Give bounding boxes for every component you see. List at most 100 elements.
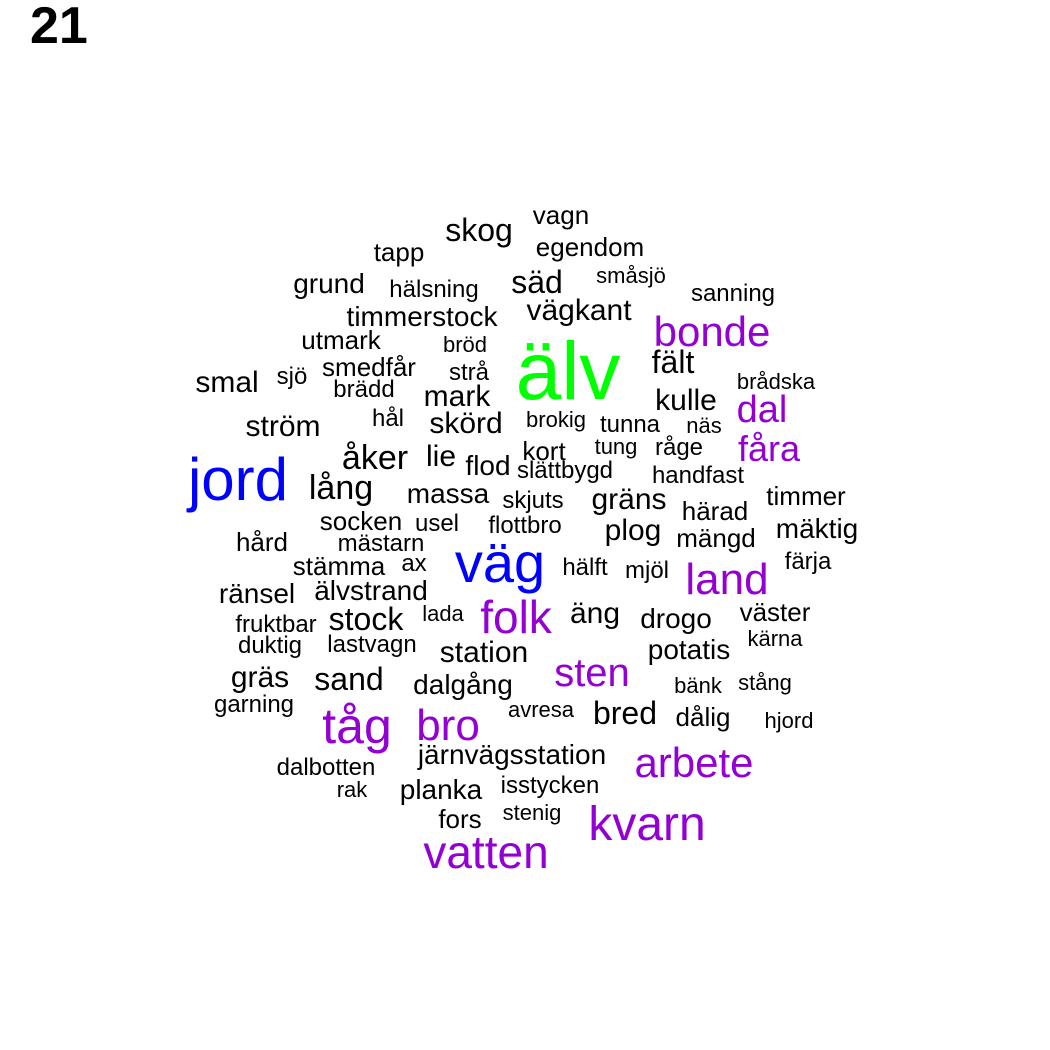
word: färja [784,548,832,575]
word: hård [235,527,289,557]
word: fors [438,804,482,834]
word: ström [245,410,321,443]
word: vägkant [526,294,632,327]
word: skjuts [502,487,564,514]
word: sand [314,661,384,697]
word: handfast [651,462,745,489]
word: arbete [634,739,754,786]
word: strå [448,359,490,386]
word: skog [445,212,513,248]
word: dal [736,389,788,431]
word: stämma [292,551,386,581]
word: järnvägsstation [417,739,607,770]
word: land [685,555,769,604]
word: kulle [655,384,717,417]
word: ax [401,550,427,577]
word: duktig [237,632,303,659]
word: slättbygd [516,457,614,484]
word: plog [604,514,662,547]
word: drogo [640,603,712,634]
word: tunna [599,411,661,438]
word: potatis [647,634,731,665]
word: lång [308,469,374,507]
word: tung [594,434,638,459]
word: äng [569,597,621,630]
word: säd [511,264,563,300]
word: gräns [591,483,667,516]
word: socken [319,506,403,536]
word: älvstrand [314,575,428,606]
word: hälsning [389,276,479,303]
word: egendom [535,232,645,262]
word: stock [328,601,404,637]
word: fåra [737,428,801,469]
word: näs [686,413,722,438]
word: hjord [764,708,814,733]
word: brädd [333,376,395,403]
word: timmerstock [346,301,498,332]
page-number: 21 [30,0,88,55]
word: mjöl [624,557,670,584]
word: hälft [562,554,608,581]
word: råge [654,434,704,461]
word: småsjö [596,263,666,288]
word: tapp [373,237,425,267]
word: folk [480,591,552,643]
word: planka [399,774,483,805]
word: smal [195,366,259,399]
word: mäktig [775,513,859,544]
word: lie [425,440,457,473]
word: sanning [690,280,776,307]
word: grund [293,268,365,299]
word: hål [371,405,405,432]
word: bonde [653,308,771,355]
word: väster [739,597,811,627]
word: åker [341,439,409,477]
word: tåg [322,698,392,754]
word: väg [454,531,546,594]
word: jord [187,446,289,513]
word: kvarn [588,798,706,851]
word: bänk [674,673,722,698]
word: flod [465,450,511,481]
word: smedfår [322,352,416,382]
word: brådska [736,369,816,394]
word: älv [515,326,621,417]
word: mängd [676,523,756,553]
word: dalbotten [276,754,376,781]
word: fruktbar [235,611,317,638]
word: sjö [276,363,308,390]
word: avresa [507,697,575,722]
word: garning [213,691,295,718]
word: stenig [502,800,562,825]
word: lada [422,601,464,626]
word: flottbro [488,512,562,539]
word: brokig [526,407,586,432]
word: mästarn [337,530,425,557]
word: härad [681,496,749,526]
word: isstycken [500,772,600,799]
word: ränsel [218,578,296,609]
word: dalgång [413,669,513,700]
word: gräs [230,661,290,694]
word: station [439,636,529,669]
word: usel [414,510,460,537]
word: dålig [675,702,731,732]
word: kort [522,436,566,466]
word: fält [651,344,695,380]
word: sten [554,651,630,695]
word: bröd [442,332,488,357]
word: bro [416,701,480,750]
word: vatten [423,826,549,878]
word: skörd [429,407,503,440]
word: massa [406,478,490,509]
word: kärna [747,626,803,651]
word: utmark [301,325,381,355]
word: mark [423,380,491,413]
word: bred [592,695,658,731]
word: stång [738,670,792,695]
word: rak [336,777,368,802]
word: lastvagn [327,631,417,658]
word: timmer [766,481,846,511]
